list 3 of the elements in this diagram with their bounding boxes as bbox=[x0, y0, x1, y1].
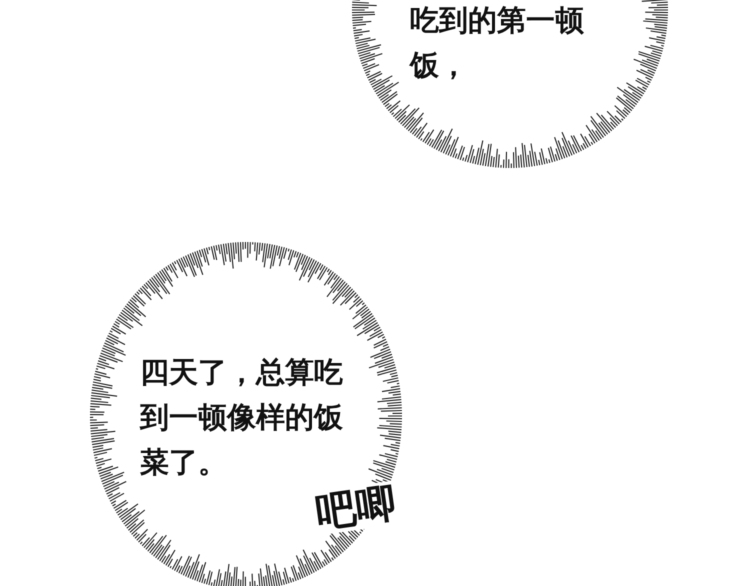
speech-bubble bbox=[88, 240, 404, 586]
dialogue-text: 吃到的第一顿饭， bbox=[410, 2, 585, 84]
dialogue-text: 四天了，总算吃到一顿像样的饭菜了。 bbox=[140, 354, 344, 481]
